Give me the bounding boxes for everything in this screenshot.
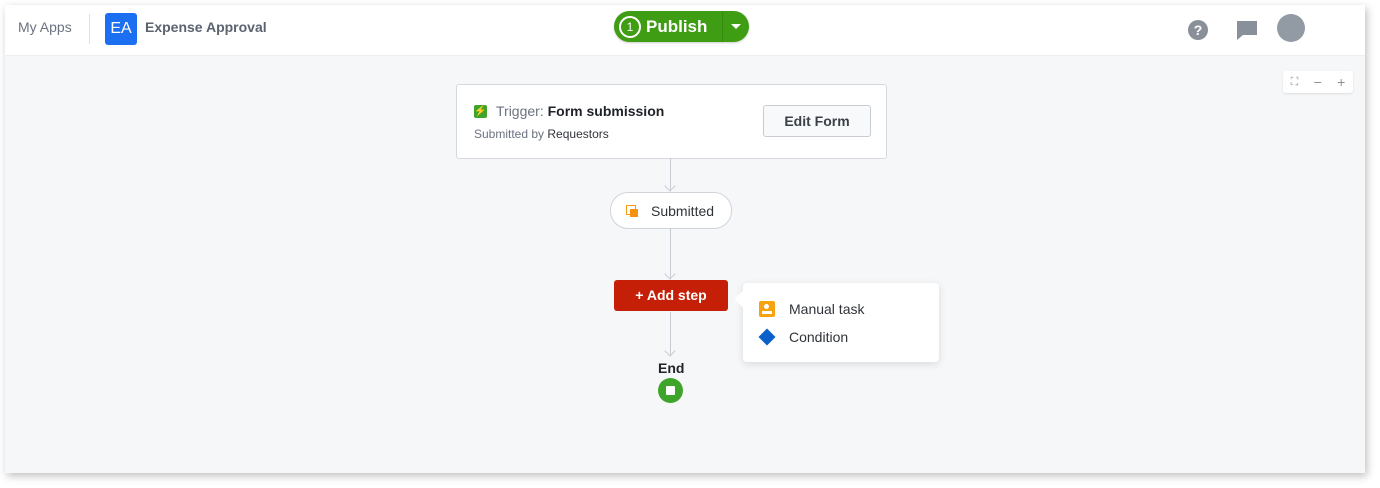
app-name[interactable]: Expense Approval	[145, 19, 267, 35]
edit-form-button[interactable]: Edit Form	[763, 105, 871, 137]
help-icon[interactable]: ?	[1188, 20, 1208, 40]
connector-line	[670, 158, 671, 191]
arrow-down-icon	[664, 268, 676, 280]
person-icon	[759, 301, 775, 317]
submitted-by-label: Submitted by	[474, 127, 545, 141]
trigger-card[interactable]: ⚡ Trigger: Form submission Submitted by …	[456, 84, 887, 159]
status-label: Submitted	[651, 202, 715, 219]
menu-item-label: Manual task	[789, 301, 865, 317]
trigger-subtitle: Submitted by Requestors	[474, 127, 609, 141]
end-label: End	[658, 360, 685, 376]
my-apps-link[interactable]: My Apps	[18, 19, 72, 35]
publish-dropdown-button[interactable]	[723, 24, 749, 29]
connector-line	[670, 228, 671, 279]
arrow-down-icon	[664, 345, 676, 357]
add-step-button[interactable]: + Add step	[614, 280, 728, 311]
avatar[interactable]	[1277, 14, 1305, 42]
divider	[89, 14, 90, 44]
publish-button-group: 1 Publish	[614, 11, 749, 42]
caret-down-icon	[731, 24, 741, 29]
fit-screen-icon[interactable]: ⛶	[1290, 75, 1299, 88]
menu-item-label: Condition	[789, 329, 849, 345]
trigger-title: Trigger: Form submission	[496, 103, 664, 119]
publish-count-badge: 1	[619, 15, 641, 38]
app-badge-icon: EA	[105, 13, 137, 45]
zoom-out-icon[interactable]: −	[1313, 74, 1322, 90]
arrow-down-icon	[664, 180, 676, 192]
publish-label: Publish	[646, 16, 708, 36]
status-icon	[626, 204, 638, 217]
zoom-controls: ⛶ − +	[1283, 71, 1353, 93]
trigger-value: Form submission	[547, 103, 665, 119]
status-node-submitted[interactable]: Submitted	[610, 192, 732, 229]
lightning-icon: ⚡	[474, 105, 487, 118]
chat-icon[interactable]	[1237, 21, 1257, 40]
publish-button[interactable]: 1 Publish	[614, 11, 723, 42]
trigger-key: Trigger:	[496, 103, 544, 119]
connector-line	[670, 312, 671, 356]
add-step-menu: Manual task Condition	[743, 283, 939, 362]
top-bar: My Apps EA Expense Approval 1 Publish ?	[5, 5, 1365, 56]
menu-item-condition[interactable]: Condition	[758, 328, 849, 346]
app-window: My Apps EA Expense Approval 1 Publish ? …	[5, 5, 1365, 473]
diamond-icon	[758, 328, 776, 346]
end-node-icon[interactable]	[658, 378, 683, 403]
submitted-by-value: Requestors	[547, 127, 609, 141]
menu-item-manual-task[interactable]: Manual task	[759, 301, 864, 317]
zoom-in-icon[interactable]: +	[1337, 74, 1346, 90]
